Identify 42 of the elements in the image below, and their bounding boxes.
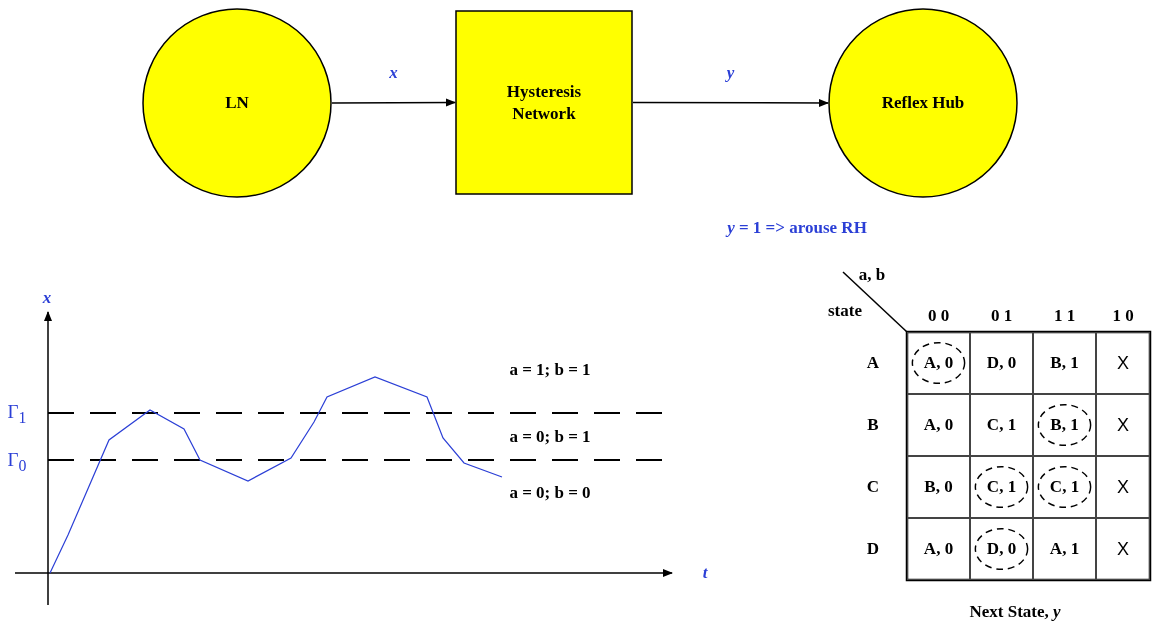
row-header: A bbox=[866, 353, 880, 373]
table-caption: Next State, y bbox=[969, 602, 1061, 622]
arrow bbox=[331, 98, 456, 107]
region-label: a = 0; b = 0 bbox=[509, 483, 591, 503]
table-cell: X bbox=[1096, 394, 1150, 456]
threshold-label: Γ$_{1}$ bbox=[7, 401, 27, 427]
column-axis-label: a, b bbox=[858, 265, 886, 285]
edge-label: x bbox=[389, 63, 398, 83]
table-cell: A, 0 bbox=[907, 518, 970, 580]
edge-label: y bbox=[726, 62, 735, 83]
table-cell: C, 1 bbox=[970, 456, 1033, 518]
table-cell: A, 0 bbox=[907, 394, 970, 456]
arrow bbox=[632, 99, 829, 107]
table-cell: B, 1 bbox=[1033, 332, 1096, 394]
axis-label: x bbox=[42, 288, 52, 308]
neuron-circle: LN bbox=[142, 8, 332, 198]
column-header: 1 1 bbox=[1053, 306, 1076, 326]
table-cell: C, 1 bbox=[970, 394, 1033, 456]
column-header: 0 0 bbox=[927, 306, 950, 326]
table-cell: D, 0 bbox=[970, 518, 1033, 580]
table-cell: D, 0 bbox=[970, 332, 1033, 394]
table-cell: X bbox=[1096, 332, 1150, 394]
row-header: D bbox=[866, 539, 880, 559]
table-cell: B, 1 bbox=[1033, 394, 1096, 456]
table-cell: X bbox=[1096, 456, 1150, 518]
table-cell: A, 0 bbox=[907, 332, 970, 394]
row-header: C bbox=[866, 477, 880, 497]
column-header: 0 1 bbox=[990, 306, 1013, 326]
axis-label: t bbox=[702, 563, 708, 583]
neuron-circle: Reflex Hub bbox=[828, 8, 1018, 198]
region-label: a = 1; b = 1 bbox=[509, 360, 591, 380]
threshold-label: Γ$_{0}$ bbox=[7, 449, 27, 475]
row-axis-label: state bbox=[828, 301, 862, 321]
table-cell: A, 1 bbox=[1033, 518, 1096, 580]
table-cell: X bbox=[1096, 518, 1150, 580]
row-header: B bbox=[867, 415, 879, 435]
region-label: a = 0; b = 1 bbox=[509, 427, 591, 447]
note: y = 1 => arouse RH bbox=[727, 218, 867, 238]
process-box: Hysteresis Network bbox=[455, 10, 633, 195]
column-header: 1 0 bbox=[1112, 306, 1134, 326]
table-cell: C, 1 bbox=[1033, 456, 1096, 518]
table-cell: B, 0 bbox=[907, 456, 970, 518]
